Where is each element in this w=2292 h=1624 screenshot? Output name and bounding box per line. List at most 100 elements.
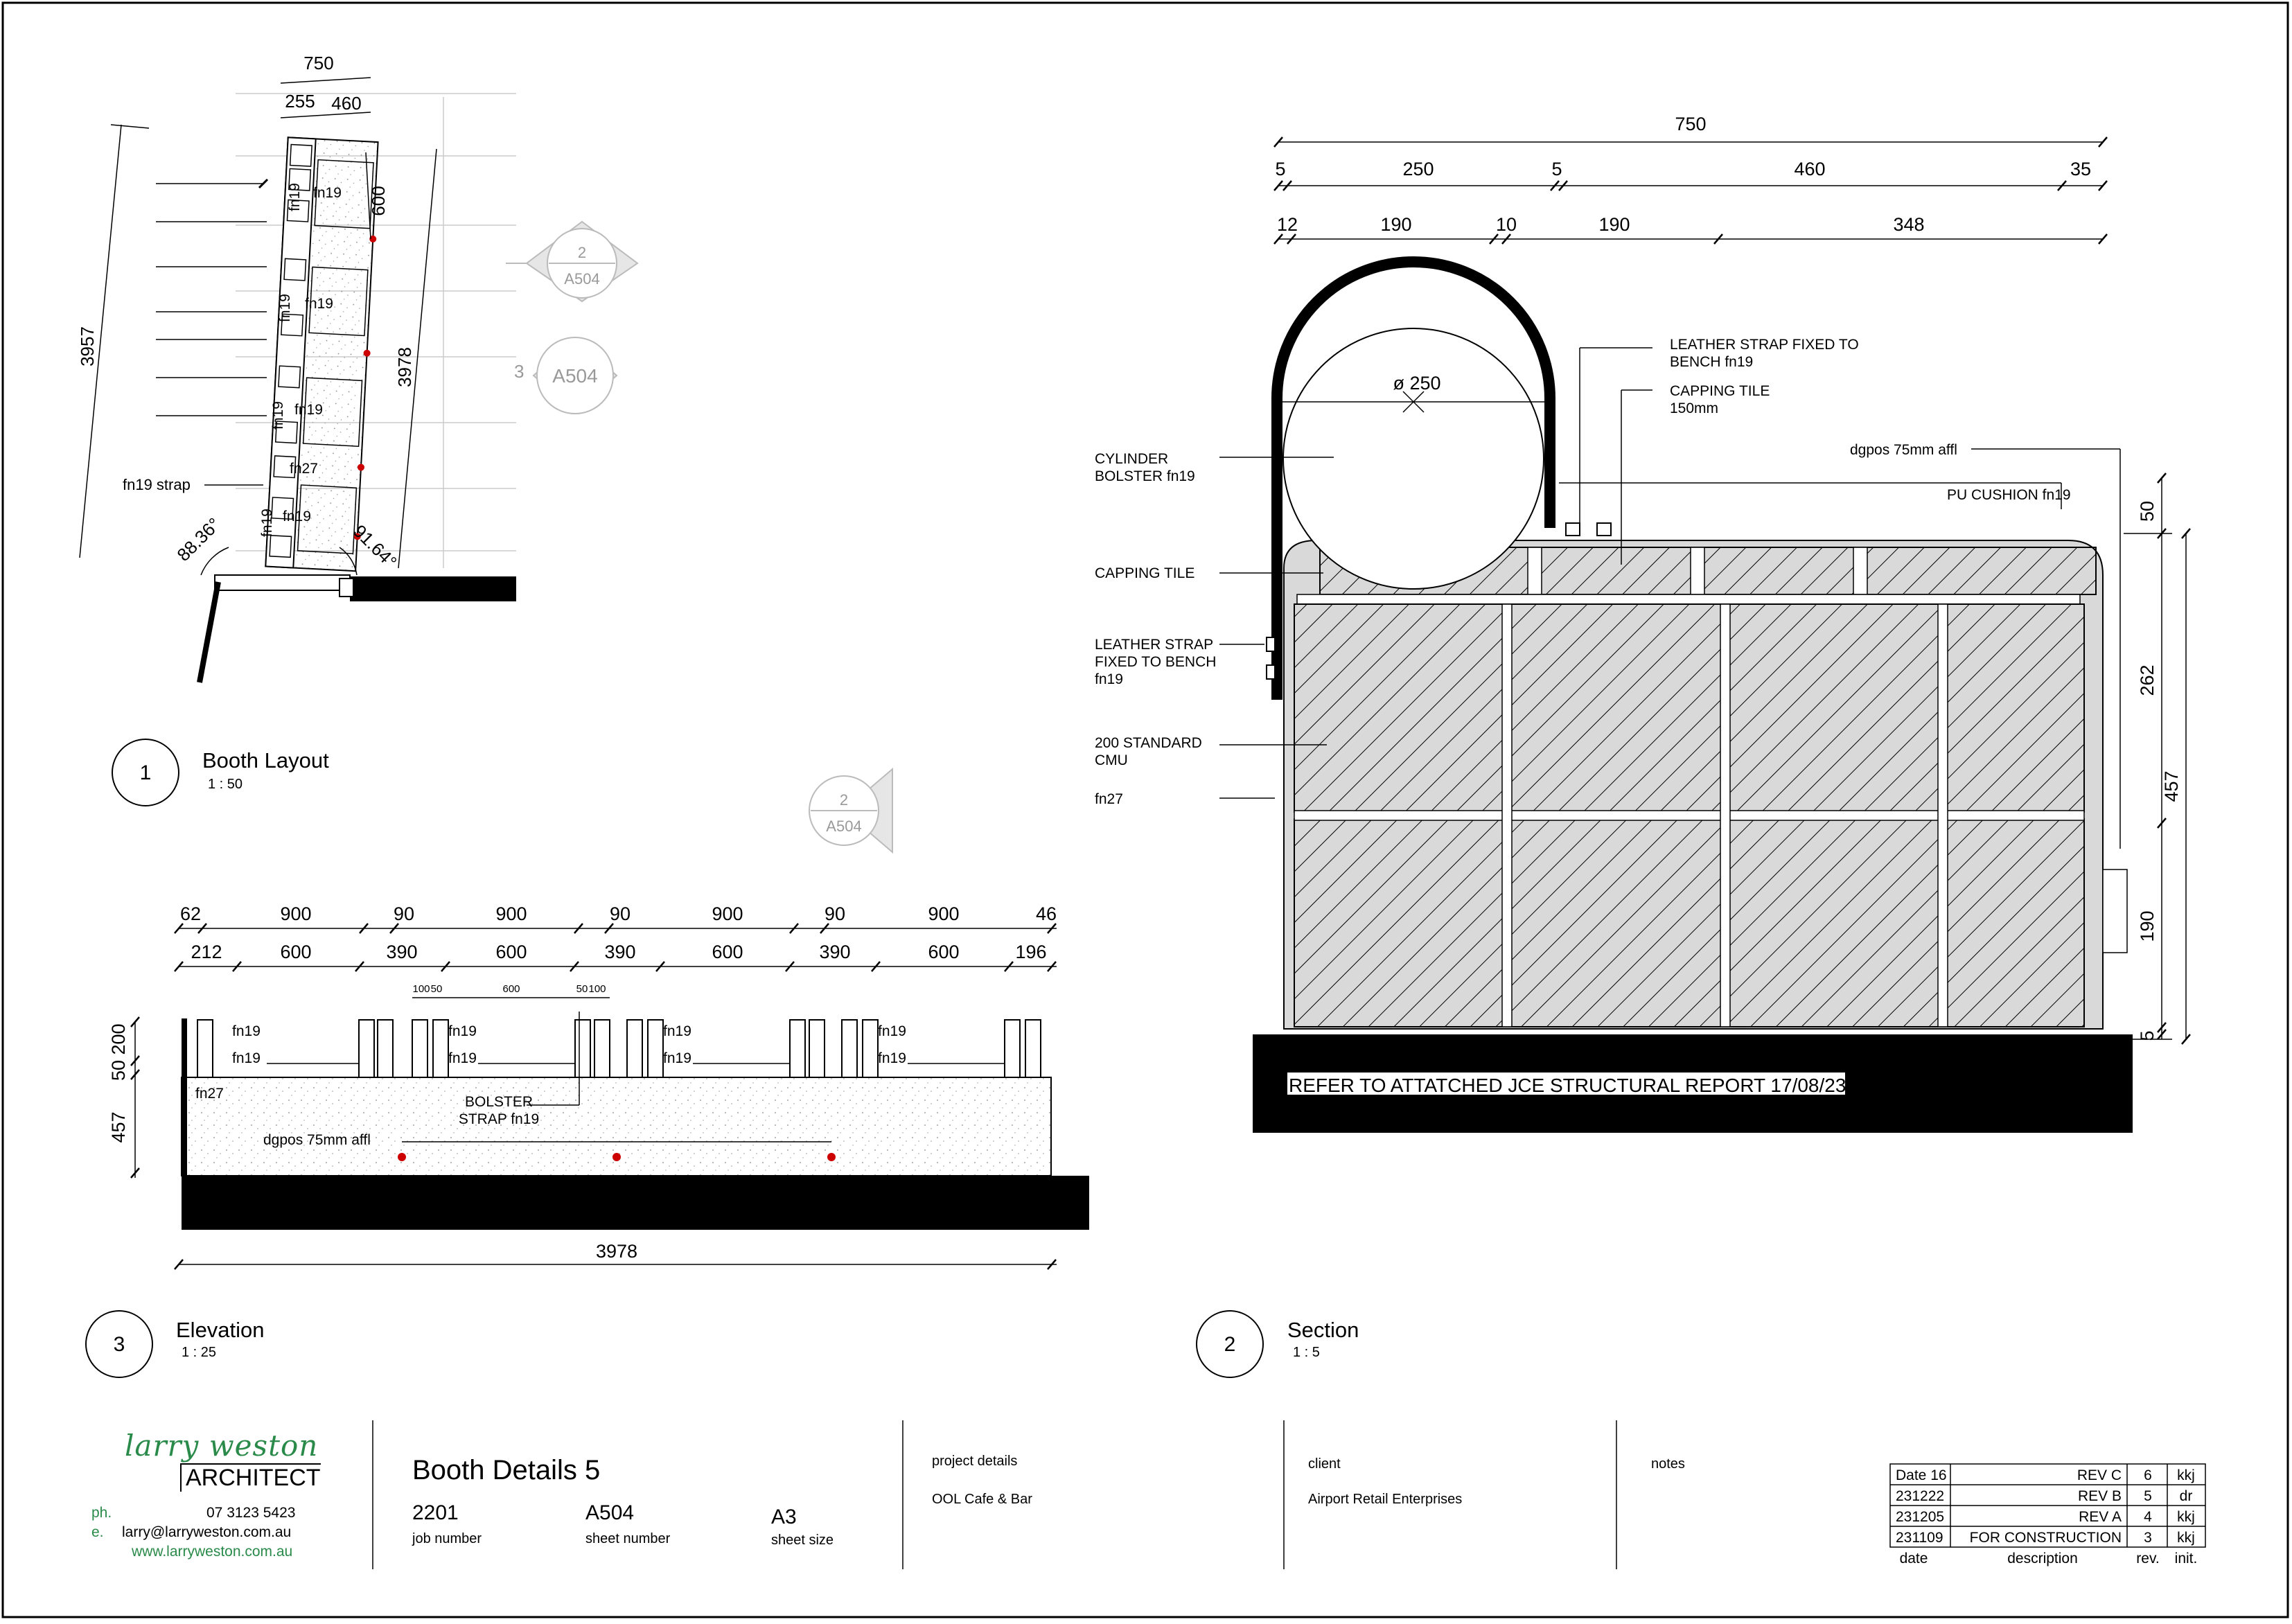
section-marker-2-a504[interactable]: 2 A504 xyxy=(506,220,639,303)
website-link[interactable]: www.larryweston.com.au xyxy=(132,1544,293,1560)
elev-dim: 390 xyxy=(819,942,850,962)
rev-date: Date 16 xyxy=(1896,1467,1947,1483)
layout-dim-module: 600 xyxy=(368,186,389,215)
rev-number: 6 xyxy=(2144,1467,2152,1483)
job-number: 2201 xyxy=(412,1501,459,1524)
revision-table xyxy=(1889,1463,2206,1548)
marker-sheet: A504 xyxy=(826,818,861,835)
layout-tag: fn19 xyxy=(287,183,303,211)
rev-description: REV B xyxy=(2078,1488,2122,1504)
layout-tag: fn19 xyxy=(294,402,323,418)
sect-right-dim: 50 xyxy=(2137,501,2158,522)
view-title-section: 2 Section 1 : 5 xyxy=(1196,1310,1359,1378)
elev-left-dim: 200 xyxy=(108,1023,129,1054)
client-name: Airport Retail Enterprises xyxy=(1308,1492,1463,1507)
elev-tag: fn19 xyxy=(448,1023,477,1039)
section-marker-2-a504-elevation[interactable]: 2 A504 xyxy=(809,767,893,854)
rev-description: REV C xyxy=(2077,1467,2122,1483)
sect-dim: 460 xyxy=(1794,159,1825,179)
notes-label: notes xyxy=(1651,1456,1685,1472)
elev-tag: fn19 xyxy=(663,1023,691,1039)
elev-dim-overall: 3978 xyxy=(596,1241,637,1262)
sect-dim: 190 xyxy=(1380,214,1411,235)
elev-tag: fn19 xyxy=(878,1023,906,1039)
elev-dim: 600 xyxy=(928,942,959,962)
revision-rows: Date 16 REV C 6 kkj 231222 REV B 5 dr 23… xyxy=(1896,1467,2197,1566)
view-title: Booth Layout xyxy=(202,748,329,773)
elev-dim: 900 xyxy=(712,903,743,924)
note-fn27: fn27 xyxy=(1095,791,1123,807)
rev-header: description xyxy=(2007,1551,2078,1566)
sect-right-dim: 457 xyxy=(2161,770,2182,802)
elev-dim: 390 xyxy=(604,942,635,962)
view-title-elevation: 3 Elevation 1 : 25 xyxy=(85,1310,265,1378)
elev-bolster-note: BOLSTER STRAP fn19 xyxy=(458,1094,540,1127)
layout-tag: fn19 xyxy=(313,185,342,201)
job-number-label: job number xyxy=(412,1531,482,1546)
elev-dim: 90 xyxy=(825,903,845,924)
note-leather-strap-left: LEATHER STRAP FIXED TO BENCH fn19 xyxy=(1095,637,1217,687)
note-dgpos: dgpos 75mm affl xyxy=(1850,442,1957,458)
layout-tag: fn19 xyxy=(259,509,275,537)
elev-tag: fn19 xyxy=(663,1050,691,1066)
elev-dim: 600 xyxy=(712,942,743,962)
sect-dim: 5 xyxy=(1551,159,1562,179)
elevation-view: 62 900 90 900 90 900 90 900 46 212 600 3… xyxy=(108,903,1089,1270)
layout-dim-length-left: 3957 xyxy=(77,326,98,367)
section-marker-3-a504[interactable]: 3 A504 xyxy=(514,337,618,414)
sheet-number: A504 xyxy=(585,1501,635,1524)
sect-right-dim: 5 xyxy=(2137,1030,2158,1041)
rev-number: 3 xyxy=(2144,1530,2152,1546)
view-title: Elevation xyxy=(176,1318,265,1342)
email-link[interactable]: larry@larryweston.com.au xyxy=(122,1524,292,1540)
sect-dim: 250 xyxy=(1402,159,1434,179)
sect-right-dim: 190 xyxy=(2137,910,2158,942)
elev-dim: 46 xyxy=(1036,903,1057,924)
marker-number: 2 xyxy=(840,791,848,809)
project-name: OOL Cafe & Bar xyxy=(932,1492,1032,1507)
rev-init: dr xyxy=(2180,1488,2193,1504)
view-number: 2 xyxy=(1224,1333,1236,1356)
view-number: 3 xyxy=(114,1333,125,1356)
layout-dim-right: 460 xyxy=(331,93,361,114)
view-title-booth-layout: 1 Booth Layout 1 : 50 xyxy=(112,739,329,806)
sheet-number-label: sheet number xyxy=(585,1531,671,1546)
elev-tag: fn19 xyxy=(232,1050,261,1066)
marker-number: 3 xyxy=(514,361,524,382)
elev-tag: fn19 xyxy=(878,1050,906,1066)
booth-layout-plan: 750 255 460 3957 3978 600 88.36° 91.64° … xyxy=(77,53,516,683)
sheet-size-label: sheet size xyxy=(771,1533,834,1548)
marker-sheet: A504 xyxy=(564,270,599,288)
note-structural-report: REFER TO ATTATCHED JCE STRUCTURAL REPORT… xyxy=(1289,1075,1846,1096)
elev-dim: 62 xyxy=(180,903,201,924)
elev-dim: 600 xyxy=(495,942,527,962)
rev-number: 5 xyxy=(2144,1488,2152,1504)
rev-header: init. xyxy=(2175,1551,2198,1566)
rev-date: 231205 xyxy=(1896,1509,1944,1525)
marker-number: 2 xyxy=(578,244,586,261)
phone-label: ph. xyxy=(91,1505,112,1521)
elev-left-dim: 457 xyxy=(108,1111,129,1142)
elev-small-dim: 100 xyxy=(588,983,606,995)
note-cylinder-bolster: CYLINDER BOLSTER fn19 xyxy=(1095,451,1195,484)
note-capping-tile-top: CAPPING TILE 150mm xyxy=(1670,383,1770,416)
elev-dim: 900 xyxy=(928,903,959,924)
sheet-size: A3 xyxy=(771,1506,797,1528)
note-capping-tile: CAPPING TILE xyxy=(1095,565,1195,581)
phone: 07 3123 5423 xyxy=(206,1505,296,1521)
elev-small-dim: 50 xyxy=(576,983,588,995)
layout-dim-overall: 750 xyxy=(303,53,333,73)
elev-tag: fn19 xyxy=(448,1050,477,1066)
elev-dim: 900 xyxy=(280,903,311,924)
rev-init: kkj xyxy=(2177,1530,2195,1546)
email-label: e. xyxy=(91,1524,104,1540)
rev-description: FOR CONSTRUCTION xyxy=(1970,1530,2122,1546)
layout-tag: fn19 xyxy=(270,401,286,430)
logo: larry weston ARCHITECT xyxy=(125,1429,346,1492)
layout-tag: fn19 xyxy=(277,294,293,322)
sect-dim: 190 xyxy=(1598,214,1630,235)
note-pu-cushion: PU CUSHION fn19 xyxy=(1947,487,2071,503)
elev-dim: 390 xyxy=(386,942,417,962)
